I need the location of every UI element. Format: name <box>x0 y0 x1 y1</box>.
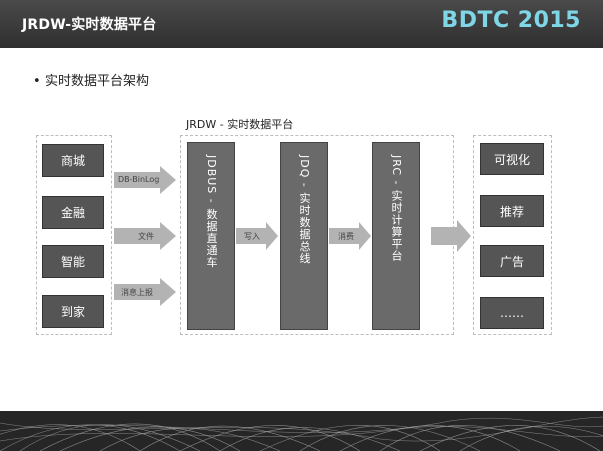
platform-label: JRDW - 实时数据平台 <box>186 118 294 131</box>
arrow-label-write: 写入 <box>244 232 260 241</box>
bullet-text: 实时数据平台架构 <box>45 74 150 89</box>
column-jdq-label: JDQ - 实时数据总线 <box>298 155 311 265</box>
decorative-footer <box>0 411 603 451</box>
source-box-finance: 金融 <box>42 196 104 229</box>
slide-header: JRDW-实时数据平台 BDTC 2015 <box>0 0 603 48</box>
bullet-item: • 实时数据平台架构 <box>33 70 149 89</box>
source-box-smart: 智能 <box>42 245 104 278</box>
source-box-mall: 商城 <box>42 144 104 177</box>
source-box-home: 到家 <box>42 295 104 328</box>
column-jdbus-label: JDBUS - 数据直通车 <box>205 155 218 269</box>
arrow-label-message: 消息上报 <box>121 288 153 297</box>
arrow-consume <box>329 222 371 250</box>
sources-group <box>36 135 112 335</box>
arrow-message <box>114 278 176 306</box>
arrow-label-consume: 消费 <box>338 232 354 241</box>
column-jrc-label: JRC - 实时计算平台 <box>390 155 403 262</box>
brand-logo: BDTC 2015 <box>441 8 581 33</box>
dest-box-ads: 广告 <box>480 245 544 277</box>
arrow-binlog <box>114 166 176 194</box>
column-jrc: JRC - 实时计算平台 <box>372 142 420 330</box>
footer-pattern-image <box>0 411 603 451</box>
dest-box-visualization: 可视化 <box>480 143 544 175</box>
dest-box-recommend: 推荐 <box>480 195 544 227</box>
bullet-dot: • <box>33 74 41 89</box>
destinations-group <box>473 135 552 335</box>
arrow-output <box>431 220 471 252</box>
column-jdbus: JDBUS - 数据直通车 <box>187 142 235 330</box>
dest-box-more: …… <box>480 297 544 329</box>
arrow-label-file: 文件 <box>138 232 154 241</box>
header-title: JRDW-实时数据平台 <box>22 17 157 33</box>
arrow-write <box>236 222 278 250</box>
arrow-label-binlog: DB-BinLog <box>118 175 160 184</box>
column-jdq: JDQ - 实时数据总线 <box>280 142 328 330</box>
arrow-file <box>114 222 176 250</box>
